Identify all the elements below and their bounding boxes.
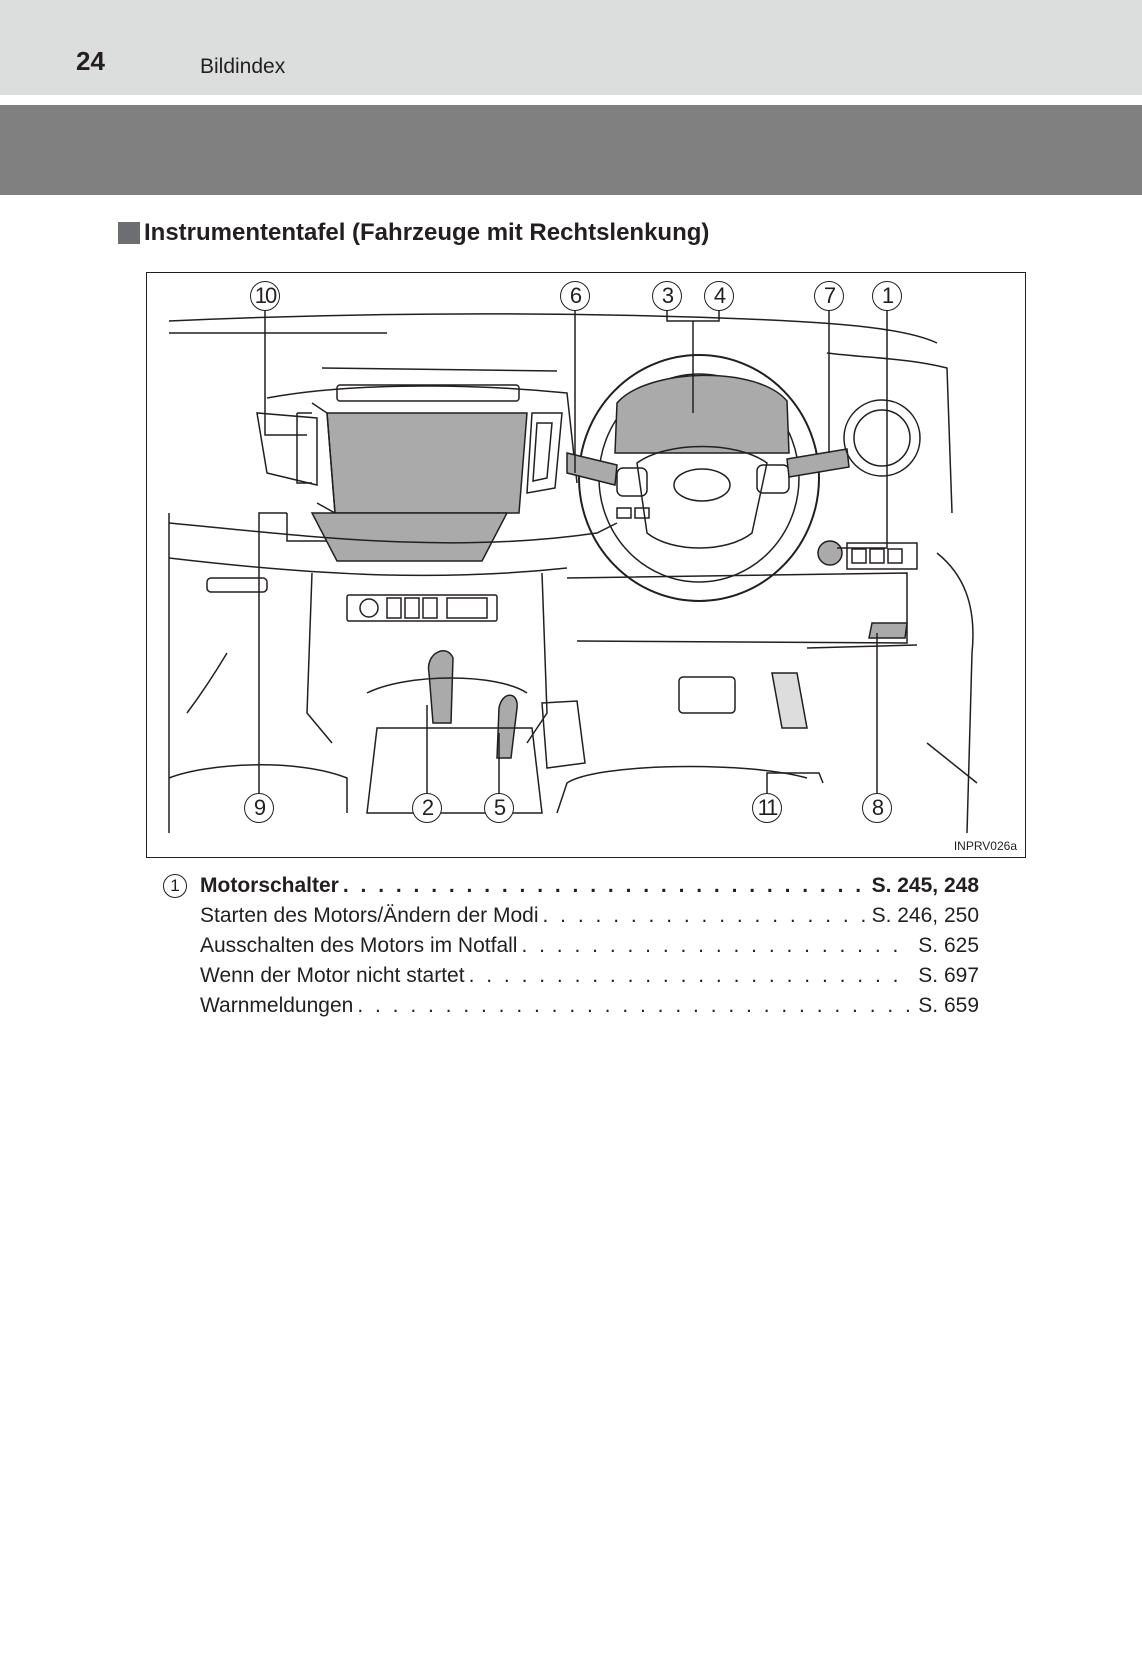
page-reference-link[interactable]: S. 659 [918,994,979,1017]
entry-label: Motorschalter [200,874,339,897]
entry-label: Starten des Motors/Ändern der Modi [200,904,539,927]
callout-7: 7 [814,281,844,311]
chapter-band [0,105,1142,195]
entry-label: Wenn der Motor nicht startet [200,964,465,987]
index-entry-sub: Warnmeldungen S. 659 [163,992,983,1022]
callout-2: 2 [412,793,442,823]
dashboard-figure: 10 6 3 4 7 1 9 2 5 11 8 INPRV026a [146,272,1026,858]
index-entry-sub: Starten des Motors/Ändern der Modi S. 24… [163,902,983,932]
callout-11: 11 [752,793,782,823]
callout-8: 8 [862,793,892,823]
page-reference-link[interactable]: S. 625 [918,934,979,957]
callout-3: 3 [652,281,682,311]
callout-5: 5 [484,793,514,823]
page-reference-link[interactable]: S. 246, 250 [871,904,979,927]
callout-10: 10 [250,281,280,311]
leader-dots [343,872,866,900]
leader-dots [469,962,913,990]
entry-line: Motorschalter S. 245, 248 [200,872,979,900]
callout-4: 4 [704,281,734,311]
entry-number-badge: 1 [163,874,187,898]
leader-dots [521,932,912,960]
leader-dots [543,902,866,930]
index-entry-sub: Ausschalten des Motors im Notfall S. 625 [163,932,983,962]
dashboard-illustration [168,293,978,834]
header-bar [0,0,1142,95]
callout-1: 1 [872,281,902,311]
entry-line: Warnmeldungen S. 659 [200,992,979,1020]
index-entry-sub: Wenn der Motor nicht startet S. 697 [163,962,983,992]
figure-code: INPRV026a [953,839,1017,853]
running-title: Bildindex [200,55,286,78]
section-title: Instrumententafel (Fahrzeuge mit Rechtsl… [144,219,710,246]
page-reference-link[interactable]: S. 245, 248 [871,874,979,897]
index-entries: 1 Motorschalter S. 245, 248 Starten des … [163,872,983,1022]
entry-label: Ausschalten des Motors im Notfall [200,934,518,957]
section-heading: Instrumententafel (Fahrzeuge mit Rechtsl… [118,219,709,247]
callout-9: 9 [244,793,274,823]
leader-dots [357,992,912,1020]
entry-line: Ausschalten des Motors im Notfall S. 625 [200,932,979,960]
entry-label: Warnmeldungen [200,994,354,1017]
section-marker-icon [118,222,140,244]
entry-line: Wenn der Motor nicht startet S. 697 [200,962,979,990]
page-number: 24 [76,46,105,76]
callout-6: 6 [560,281,590,311]
page-reference-link[interactable]: S. 697 [918,964,979,987]
index-entry-main: 1 Motorschalter S. 245, 248 [163,872,983,902]
entry-line: Starten des Motors/Ändern der Modi S. 24… [200,902,979,930]
